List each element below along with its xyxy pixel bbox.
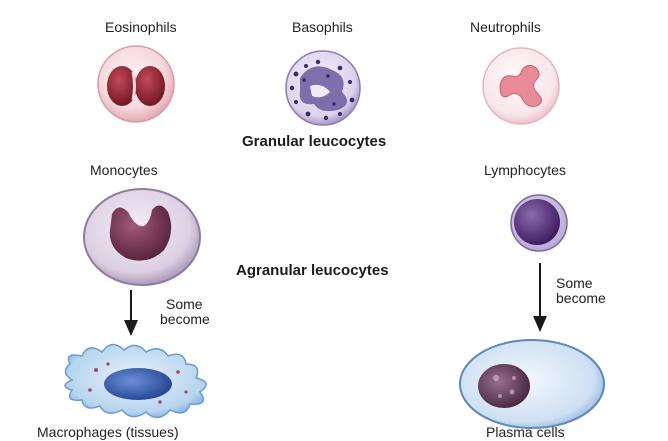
- plasma-cells-label: Plasma cells: [486, 424, 565, 440]
- basophil-cell-illustration: [286, 51, 360, 125]
- lymphocyte-arrow-note-line2: become: [556, 291, 606, 306]
- eosinophil-cell-illustration: [98, 46, 174, 122]
- monocyte-arrow-note: Some become: [160, 297, 210, 327]
- plasma-cell-illustration: [460, 340, 604, 428]
- monocyte-arrow-note-line2: become: [160, 312, 210, 327]
- arrow-monocyte-to-macrophage: [124, 290, 138, 336]
- granular-leucocytes-heading: Granular leucocytes: [242, 133, 386, 150]
- lymphocyte-cell-illustration: [511, 195, 567, 251]
- neutrophil-cell-illustration: [483, 48, 559, 124]
- agranular-leucocytes-heading: Agranular leucocytes: [236, 262, 389, 279]
- eosinophils-label: Eosinophils: [105, 19, 177, 35]
- basophils-label: Basophils: [292, 19, 353, 35]
- arrow-lymphocyte-to-plasma: [533, 263, 547, 332]
- macrophages-label: Macrophages (tissues): [37, 424, 179, 440]
- neutrophils-label: Neutrophils: [470, 19, 541, 35]
- lymphocytes-label: Lymphocytes: [484, 162, 566, 178]
- lymphocyte-arrow-note: Some become: [556, 276, 606, 306]
- macrophage-cell-illustration: [65, 344, 206, 417]
- monocyte-arrow-note-line1: Some: [160, 297, 210, 312]
- lymphocyte-arrow-note-line1: Some: [556, 276, 606, 291]
- monocytes-label: Monocytes: [90, 162, 158, 178]
- monocyte-cell-illustration: [84, 189, 200, 285]
